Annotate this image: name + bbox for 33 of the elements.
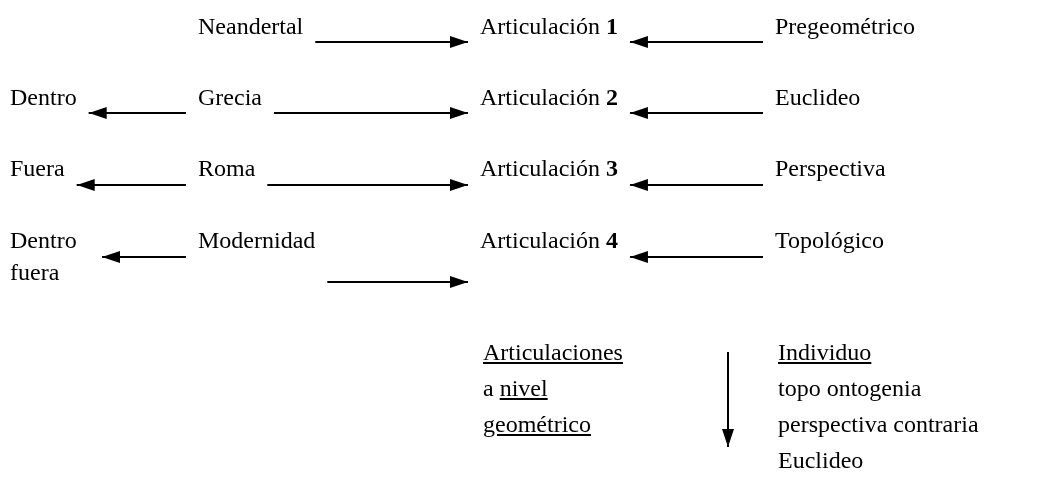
node-text: Articulación 3 (480, 152, 618, 184)
note-text: a nivel (483, 374, 548, 403)
arrow (87, 107, 187, 119)
note-text: geométrico (483, 410, 591, 439)
node-text: Articulación 2 (480, 81, 618, 113)
arrow (628, 36, 764, 48)
arrow (628, 251, 764, 263)
node-text: Topológico (775, 224, 884, 256)
node-text: Articulación 1 (480, 10, 618, 42)
arrow (314, 36, 469, 48)
node-text: Pregeométrico (775, 10, 915, 42)
arrow (272, 107, 469, 119)
note-text: Individuo (778, 338, 872, 367)
node-text: Neandertal (198, 10, 304, 42)
node-text: Perspectiva (775, 152, 886, 184)
note-text: perspectiva contraria (778, 410, 979, 439)
node-text: Fuera (10, 152, 65, 184)
node-text: Roma (198, 152, 256, 184)
node-text: Grecia (198, 81, 262, 113)
note-text: Articulaciones (483, 338, 623, 367)
arrow (628, 179, 764, 191)
arrow (326, 276, 469, 288)
arrow (101, 251, 187, 263)
node-text: Articulación 4 (480, 224, 618, 256)
node-text: Dentro fuera (10, 224, 90, 288)
node-text: Modernidad (198, 224, 316, 256)
node-text: Dentro (10, 81, 77, 113)
note-text: topo ontogenia (778, 374, 922, 403)
arrow (628, 107, 764, 119)
arrow (266, 179, 469, 191)
arrow (75, 179, 187, 191)
note-text: Euclideo (778, 446, 864, 475)
node-text: Euclideo (775, 81, 861, 113)
